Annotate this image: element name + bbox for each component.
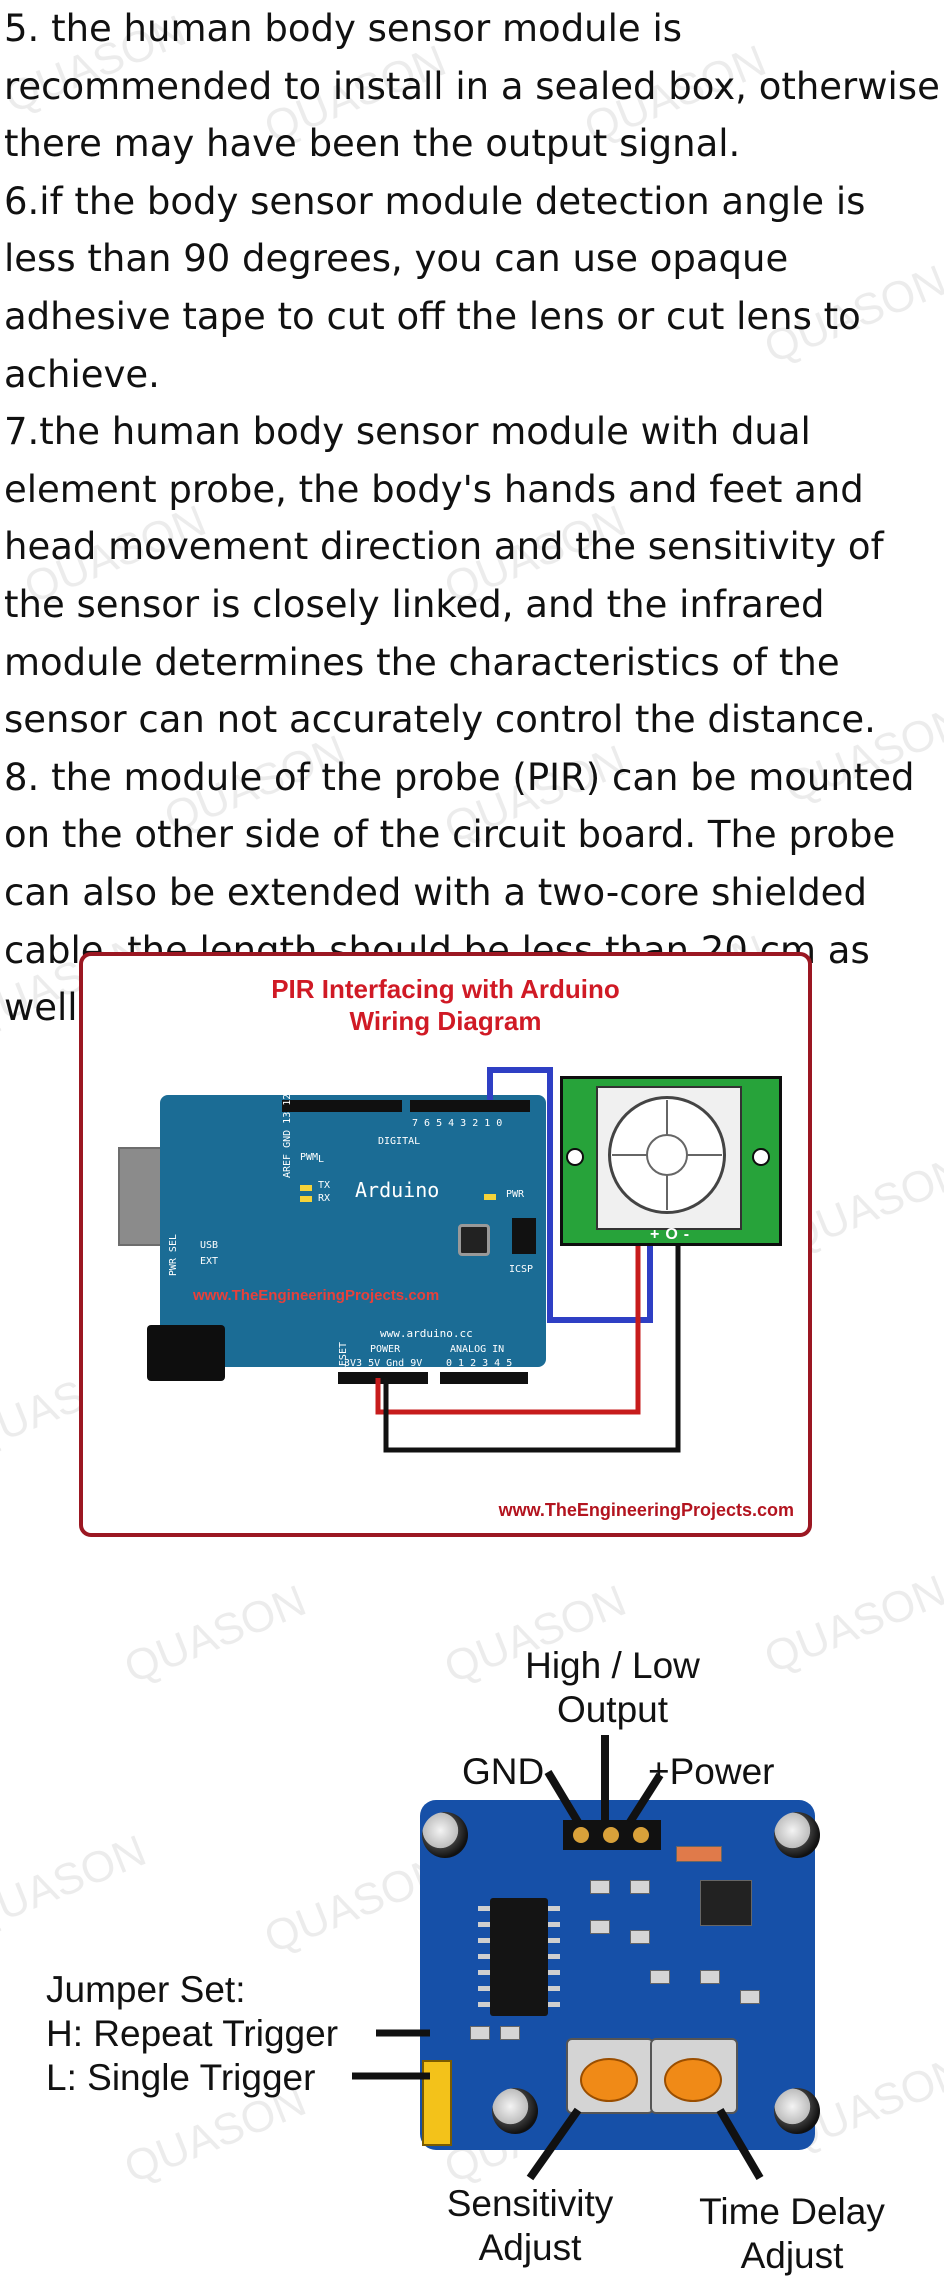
smd-resistor bbox=[470, 2026, 490, 2040]
chip-leg bbox=[548, 1970, 560, 1975]
mounting-hole bbox=[752, 1148, 770, 1166]
digital-pins-label: 7 6 5 4 3 2 1 0 bbox=[412, 1118, 503, 1129]
usb-label: USB bbox=[200, 1240, 219, 1251]
delay-label-line2: Adjust bbox=[740, 2235, 844, 2276]
corner-post bbox=[422, 1812, 468, 1858]
diagram-title: PIR Interfacing with Arduino bbox=[271, 974, 620, 1004]
paragraph-5: 5. the human body sensor module is recom… bbox=[4, 7, 940, 166]
pwr-led bbox=[484, 1194, 496, 1200]
paragraph-6: 6.if the body sensor module detection an… bbox=[4, 179, 866, 396]
lens-segments bbox=[612, 1100, 722, 1210]
smd-resistor bbox=[630, 1930, 650, 1944]
output-label-line2: Output bbox=[556, 1689, 669, 1730]
chip-leg bbox=[478, 1970, 490, 1975]
diagram-subtitle: Wiring Diagram bbox=[349, 1006, 542, 1036]
power-wire bbox=[375, 1232, 641, 1415]
output-label-line1: High / Low bbox=[525, 1645, 700, 1686]
smd-resistor bbox=[700, 1970, 720, 1984]
smd-resistor bbox=[630, 1880, 650, 1894]
power-header bbox=[338, 1372, 428, 1384]
reset-button bbox=[458, 1224, 490, 1256]
jumper-repeat-label: H: Repeat Trigger bbox=[46, 2013, 339, 2054]
chip-leg bbox=[548, 1986, 560, 1991]
icsp-header bbox=[512, 1218, 536, 1254]
sensitivity-label-line2: Adjust bbox=[478, 2227, 582, 2268]
corner-post bbox=[774, 1812, 820, 1858]
jumper-single-label: L: Single Trigger bbox=[46, 2057, 316, 2098]
chip-leg bbox=[548, 1922, 560, 1927]
smd-resistor bbox=[590, 1880, 610, 1894]
chip-leg bbox=[478, 1906, 490, 1911]
delay-label-line1: Time Delay bbox=[699, 2191, 885, 2232]
board-url: www.TheEngineeringProjects.com bbox=[193, 1287, 440, 1304]
power-label: +Power bbox=[648, 1751, 775, 1792]
signal-wire bbox=[487, 1067, 653, 1323]
analog-header bbox=[440, 1372, 528, 1384]
capacitor bbox=[774, 2088, 820, 2134]
sensitivity-label-line1: Sensitivity bbox=[446, 2183, 614, 2224]
chip-leg bbox=[478, 1986, 490, 1991]
analog-pins-label: 0 1 2 3 4 5 bbox=[446, 1358, 513, 1369]
ext-label: EXT bbox=[200, 1256, 219, 1267]
smd-resistor bbox=[590, 1920, 610, 1934]
gnd-label: GND bbox=[462, 1751, 545, 1792]
pwr-label: PWR bbox=[506, 1189, 525, 1200]
power-label: POWER bbox=[370, 1344, 401, 1355]
smd-resistor bbox=[650, 1970, 670, 1984]
chip-leg bbox=[478, 1954, 490, 1959]
rx-label: RX bbox=[318, 1193, 331, 1204]
chip-leg bbox=[548, 1938, 560, 1943]
chip-leg bbox=[548, 1906, 560, 1911]
chip-leg bbox=[478, 1922, 490, 1927]
digital-header-low bbox=[410, 1100, 530, 1112]
instructions-text: 5. the human body sensor module is recom… bbox=[4, 0, 940, 1037]
l-label: L bbox=[318, 1154, 325, 1165]
icsp-label: ICSP bbox=[509, 1264, 534, 1275]
trigger-jumper[interactable] bbox=[422, 2060, 452, 2146]
diagram-footer-url: www.TheEngineeringProjects.com bbox=[498, 1500, 794, 1520]
capacitor bbox=[492, 2088, 538, 2134]
ground-wire bbox=[383, 1232, 681, 1453]
pin-header bbox=[563, 1820, 661, 1850]
time-delay-knob bbox=[664, 2058, 722, 2102]
pir-pin-label: +O- bbox=[650, 1226, 696, 1243]
paragraph-8: 8. the module of the probe (PIR) can be … bbox=[4, 755, 915, 1030]
pwm-label: PWM bbox=[300, 1152, 319, 1163]
arduino-cc-label: www.arduino.cc bbox=[380, 1327, 473, 1340]
chip-leg bbox=[478, 1938, 490, 1943]
jumper-set-title: Jumper Set: bbox=[46, 1969, 246, 2010]
arduino-name: Arduino bbox=[355, 1178, 440, 1202]
digital-label: DIGITAL bbox=[378, 1136, 421, 1147]
regulator bbox=[700, 1880, 752, 1926]
analog-label: ANALOG IN bbox=[450, 1344, 505, 1355]
paragraph-7: 7.the human body sensor module with dual… bbox=[4, 410, 884, 742]
power-pins-label: 3V3 5V Gnd 9V bbox=[344, 1358, 423, 1369]
sensitivity-knob bbox=[580, 2058, 638, 2102]
diode bbox=[676, 1846, 722, 1862]
power-jack bbox=[147, 1325, 225, 1381]
chip-leg bbox=[478, 2002, 490, 2007]
smd-resistor bbox=[740, 1990, 760, 2004]
smd-resistor bbox=[500, 2026, 520, 2040]
mounting-hole bbox=[566, 1148, 584, 1166]
digital-header-high bbox=[282, 1100, 402, 1112]
tx-led bbox=[300, 1185, 312, 1191]
chip-leg bbox=[548, 1954, 560, 1959]
tx-label: TX bbox=[318, 1180, 331, 1191]
chip-leg bbox=[548, 2002, 560, 2007]
ic-chip bbox=[490, 1898, 548, 2016]
rx-led bbox=[300, 1196, 312, 1202]
